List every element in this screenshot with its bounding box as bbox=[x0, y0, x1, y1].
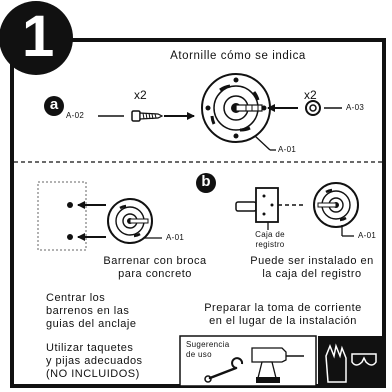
note-center-line3: guias del anclaje bbox=[46, 318, 137, 330]
box-caption-line1: Puede ser instalado en bbox=[250, 255, 374, 267]
note-anchors-line1: Utilizar taquetes bbox=[46, 342, 134, 354]
ppe-box bbox=[318, 336, 384, 386]
qty-left: x2 bbox=[134, 88, 147, 102]
badge-a-label: a bbox=[49, 96, 59, 113]
concrete-caption-line2: para concreto bbox=[118, 268, 192, 280]
note-prepare-line1: Preparar la toma de corriente bbox=[204, 302, 362, 314]
note-center-line2: barrenos en las bbox=[46, 305, 130, 317]
page-title: Atornille cómo se indica bbox=[170, 50, 306, 62]
box-caption-line2: la caja del registro bbox=[262, 268, 362, 280]
mounting-bracket-icon bbox=[201, 73, 271, 143]
label-a02: A-02 bbox=[66, 111, 85, 120]
note-prepare-line2: en el lugar de la instalación bbox=[209, 315, 357, 327]
suggestion-box bbox=[179, 335, 317, 387]
junction-box-icon bbox=[235, 187, 306, 223]
badge-b-icon bbox=[196, 173, 216, 193]
step-number: 1 bbox=[22, 4, 55, 69]
step-number-badge bbox=[0, 1, 73, 75]
badge-b-label: b bbox=[201, 173, 211, 190]
nut-a03-icon bbox=[305, 100, 321, 116]
wall-panel bbox=[37, 181, 87, 251]
concrete-caption-line1: Barrenar con broca bbox=[103, 255, 207, 267]
label-a01-concrete: A-01 bbox=[166, 233, 185, 242]
note-anchors-line2: y pijas adecuados bbox=[46, 355, 143, 367]
label-a01-top: A-01 bbox=[278, 145, 297, 154]
qty-right: x2 bbox=[304, 88, 317, 102]
label-a01-box: A-01 bbox=[358, 231, 377, 240]
suggestion-line2: de uso bbox=[186, 350, 212, 359]
gloves-icon bbox=[325, 343, 347, 383]
badge-a-icon bbox=[44, 96, 64, 116]
note-anchors-line3: (NO INCLUIDOS) bbox=[46, 368, 140, 380]
box-label-line2: registro bbox=[255, 240, 285, 249]
wrench-icon bbox=[204, 357, 244, 383]
mounting-bracket-concrete-icon bbox=[107, 198, 153, 244]
screw-a02-icon bbox=[131, 110, 164, 122]
label-a03: A-03 bbox=[346, 103, 365, 112]
suggestion-line1: Sugerencia bbox=[186, 340, 230, 349]
drill-icon bbox=[251, 347, 304, 383]
safety-glasses-icon bbox=[351, 353, 377, 366]
mounting-bracket-box-icon bbox=[313, 182, 359, 228]
box-label-line1: Caja de bbox=[255, 230, 285, 239]
note-center-line1: Centrar los bbox=[46, 292, 106, 304]
